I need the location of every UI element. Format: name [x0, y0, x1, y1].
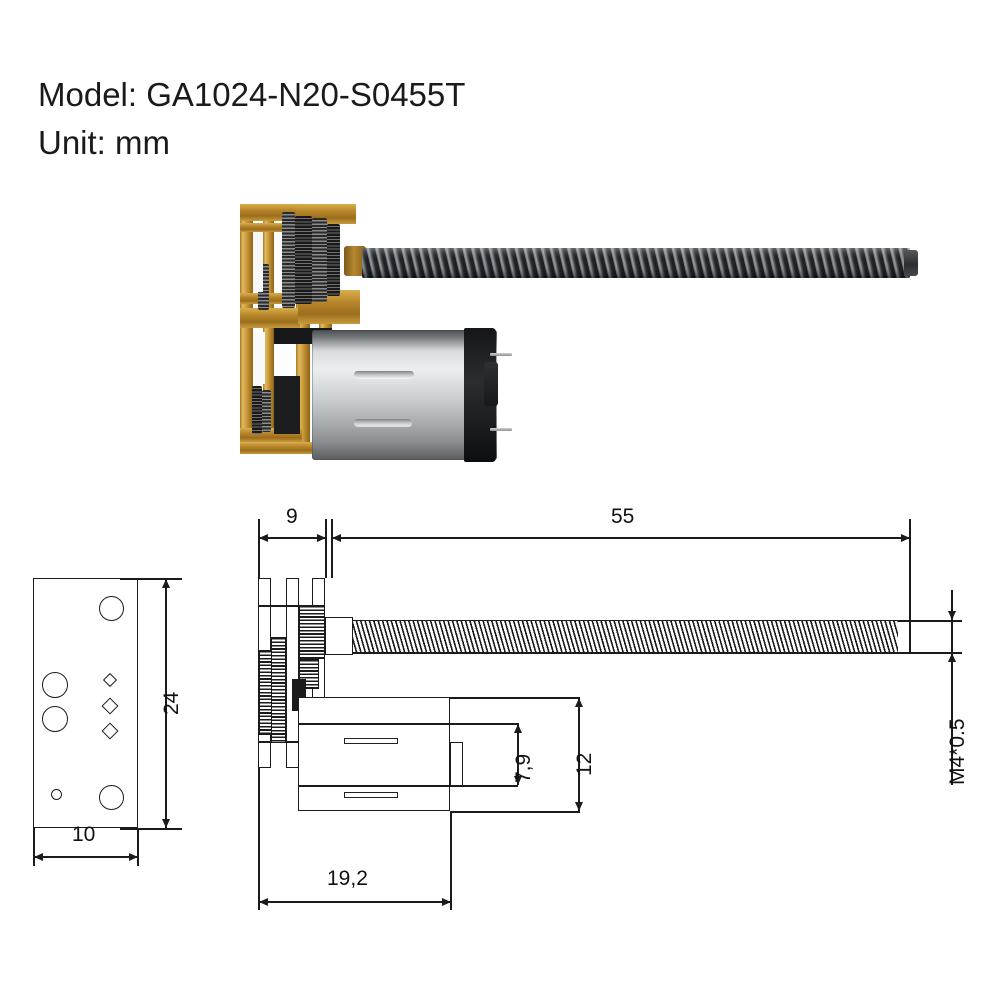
faceplate-hole-left-lower [42, 706, 68, 732]
dim-79-ext-top [450, 723, 518, 725]
gearbox-tie-upper [258, 605, 325, 607]
motor-can-slot-bottom [354, 419, 412, 426]
shaft-outline-top [352, 620, 910, 622]
gearbox-frame-plate-2 [263, 204, 274, 454]
dim-79-label: 7,9 [512, 753, 535, 783]
shaft-end-face [909, 620, 911, 653]
gearbox-frame-plate-1 [240, 204, 253, 454]
dwg-gear-stack-upper [299, 605, 325, 659]
dim-24-ext-top [120, 578, 182, 580]
faceplate-hole-bottom-right [99, 785, 124, 810]
motor-slot-top [344, 738, 398, 744]
gearbox-plate-2 [286, 578, 299, 768]
dim-9-line [258, 537, 325, 539]
gear-stack-quaternary [327, 224, 340, 296]
dim-192-line [258, 901, 450, 903]
gear-stack-lower-b [252, 386, 262, 434]
unit-label: Unit: mm [38, 124, 170, 161]
dim-55-line [331, 537, 910, 539]
dwg-gear-stack-left [271, 637, 286, 743]
gearbox-tie-bar-foot [240, 442, 332, 454]
motor-body-inner-top [298, 723, 450, 725]
dim-79-line [517, 723, 519, 785]
dwg-thread-pattern [353, 621, 898, 652]
faceplate-outline [33, 578, 138, 828]
model-label: Model: GA1024-N20-S0455T [38, 76, 466, 113]
faceplate-hole-left-upper [42, 672, 68, 698]
motor-body-inner-bottom [298, 785, 450, 787]
output-boss [325, 617, 353, 655]
dim-12-label: 12 [573, 752, 596, 776]
dim-55-label: 55 [611, 505, 635, 528]
gearbox-tie-bar-lower [240, 308, 300, 328]
faceplate-hole-top-right [99, 596, 124, 621]
dim-12-ext-top [450, 697, 580, 699]
dim-55-arrow-right [901, 533, 910, 542]
dim-10-arrow-right [129, 852, 138, 861]
dim-55-arrow-left [332, 533, 341, 542]
dwg-gear-stack-left-2 [259, 650, 272, 735]
shaft-outline-bottom [352, 652, 910, 654]
dim-m4-ext-bottom [909, 652, 962, 654]
motor-terminal-pin-top [490, 353, 512, 356]
dim-12-arrow-bottom [574, 802, 583, 811]
dim-12-line [578, 697, 580, 811]
dim-24-ext-bottom [120, 828, 182, 830]
dim-m4-ext-top [909, 620, 962, 622]
dim-192-arrow-left [259, 897, 268, 906]
gear-stack-lower-a [258, 264, 269, 310]
dim-10-arrow-left [34, 852, 43, 861]
dim-55-ext-right [909, 519, 911, 620]
dim-192-label: 19,2 [327, 867, 368, 890]
motor-slot-bottom [344, 792, 398, 798]
dim-9-arrow-right [317, 533, 326, 542]
dim-79-arrow-top [513, 724, 522, 733]
dim-10-line [33, 856, 138, 858]
gear-stack-secondary [295, 216, 312, 304]
dim-12-ext-bottom [450, 811, 580, 813]
product-photo [236, 190, 936, 490]
dim-24-line [165, 578, 167, 828]
dim-m4-arrow-bottom [947, 653, 956, 662]
gearbox-inner-shadow-lower [253, 332, 265, 384]
gearbox-shaft-collar [344, 246, 366, 276]
dim-12-arrow-top [574, 698, 583, 707]
gearbox-tie-lower [258, 741, 325, 743]
gear-stack-tertiary [312, 218, 327, 302]
dim-10-label: 10 [72, 823, 96, 846]
dim-m4-line [951, 590, 953, 785]
dim-24-arrow-top [161, 579, 170, 588]
dim-9-ext-left [258, 519, 260, 578]
technical-drawing: 24 10 [0, 495, 1000, 955]
dim-9-ext-right [325, 519, 327, 578]
lead-screw [362, 248, 910, 278]
dim-24-arrow-bottom [161, 819, 170, 828]
dim-m4-label: M4*0.5 [946, 718, 969, 785]
dim-79-arrow-bottom [513, 776, 522, 785]
dim-9-label: 9 [286, 505, 298, 528]
dim-10-ext-left [33, 828, 35, 866]
dim-9-arrow-left [259, 533, 268, 542]
dim-55-ext-left [331, 519, 333, 578]
faceplate-hole-bottom-left-small [51, 789, 62, 800]
gearbox-inner-shadow-upper [253, 232, 263, 292]
dim-79-ext-bottom [450, 785, 518, 787]
dim-192-ext-left [258, 768, 260, 910]
gear-stack-primary [282, 212, 295, 308]
dim-m4-arrow-top [947, 611, 956, 620]
lead-screw-tip [904, 250, 918, 276]
dim-10-ext-right [137, 828, 139, 866]
motor-terminal-block [450, 742, 463, 786]
motor-end-cap-boss [484, 362, 498, 406]
dim-24-label: 24 [160, 691, 183, 715]
motor-terminal-pin-bottom [490, 428, 512, 431]
gear-stack-lower-c [262, 390, 271, 432]
dim-192-arrow-right [442, 897, 451, 906]
gearbox-dark-band-2 [274, 376, 300, 434]
dim-192-ext-right [450, 811, 452, 910]
motor-can-slot-top [354, 371, 414, 378]
